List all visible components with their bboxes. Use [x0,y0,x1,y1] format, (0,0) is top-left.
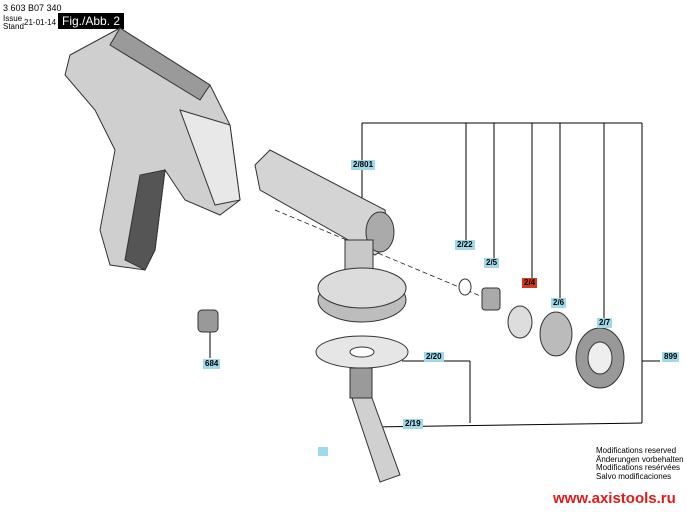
small-parts [197,278,625,389]
mod-fr: Modifications resérvées [596,463,681,472]
part-number: 3 603 B07 340 [3,3,62,13]
callout-2-7[interactable]: 2/7 [597,318,613,328]
mod-es: Salvo modificaciones [596,471,672,481]
callout-2-801[interactable]: 2/801 [351,160,376,170]
stand-label: Stand [3,22,24,31]
leader-lines [209,122,660,428]
callout-2-4[interactable]: 2/4 [522,278,538,288]
callout-2-22[interactable]: 2/22 [455,240,475,250]
modifications-notice: Modifications reserved Änderungen vorbeh… [596,446,684,481]
callout-2-19[interactable]: 2/19 [403,419,423,429]
site-url[interactable]: www.axistools.ru [553,490,676,507]
drill-body [64,27,241,271]
callout-2-5[interactable]: 2/5 [484,258,500,268]
blank-callout [318,447,328,456]
callout-2-20[interactable]: 2/20 [424,352,444,362]
figure-label: Fig./Abb. 2 [58,13,125,29]
issue-date: 21-01-14 [24,18,57,27]
attachment-housing [254,149,409,483]
callout-2-6[interactable]: 2/6 [551,298,567,308]
callout-899[interactable]: 899 [662,352,680,362]
callout-684[interactable]: 684 [203,359,221,369]
mod-en: Modifications reserved [596,446,677,455]
issue-label: Issue [3,14,23,23]
mod-de: Änderungen vorbehalten [596,454,684,464]
